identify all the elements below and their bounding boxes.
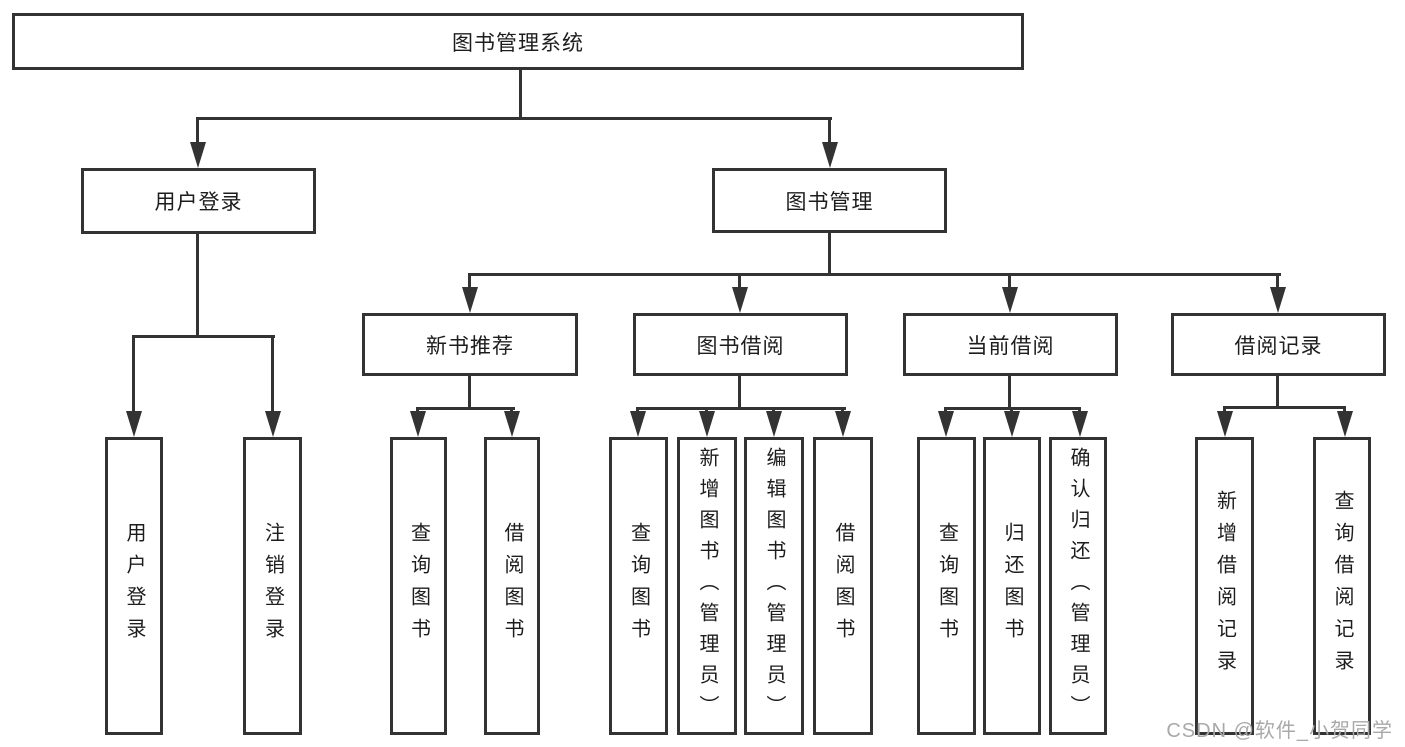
connector: [416, 407, 515, 410]
connector: [1008, 273, 1011, 289]
node-new-book-recommend: 新书推荐: [362, 313, 578, 376]
leaf-current-confirm-return-label: 确认归还（管理员）: [1067, 446, 1089, 726]
node-book-borrow: 图书借阅: [633, 313, 848, 376]
node-book-borrow-label: 图书借阅: [696, 334, 785, 358]
arrowhead-icon: [630, 411, 646, 437]
arrowhead-icon: [1072, 411, 1088, 437]
leaf-borrow-edit-book-label: 编辑图书（管理员）: [763, 446, 785, 726]
connector: [132, 335, 135, 413]
node-current-borrow-label: 当前借阅: [966, 334, 1055, 358]
leaf-borrow-borrow-book-label: 借阅图书: [832, 522, 854, 650]
leaf-current-query-label: 查询图书: [935, 522, 958, 650]
connector: [132, 335, 275, 338]
leaf-newbook-query-label: 查询图书: [407, 522, 430, 650]
node-user-login: 用户登录: [81, 168, 316, 234]
leaf-records-query-label: 查询借阅记录: [1331, 490, 1353, 682]
connector: [1343, 406, 1346, 415]
connector: [468, 376, 471, 410]
leaf-logout-label: 注销登录: [261, 522, 284, 650]
leaf-borrow-add-book: 新增图书（管理员）: [677, 437, 737, 735]
connector: [1008, 376, 1011, 410]
arrowhead-icon: [1002, 287, 1018, 313]
arrowhead-icon: [462, 287, 478, 313]
arrowhead-icon: [1217, 411, 1233, 437]
arrowhead-icon: [822, 142, 838, 168]
leaf-borrow-edit-book: 编辑图书（管理员）: [744, 437, 804, 735]
node-borrow-records: 借阅记录: [1171, 313, 1386, 376]
leaf-user-login: 用户登录: [105, 437, 163, 735]
node-new-book-recommend-label: 新书推荐: [426, 334, 514, 358]
leaf-newbook-query: 查询图书: [390, 437, 447, 735]
leaf-current-query: 查询图书: [917, 437, 976, 735]
arrowhead-icon: [504, 411, 520, 437]
leaf-current-confirm-return: 确认归还（管理员）: [1049, 437, 1107, 735]
arrowhead-icon: [766, 411, 782, 437]
connector: [196, 117, 199, 145]
leaf-records-add-label: 新增借阅记录: [1213, 490, 1236, 682]
leaf-borrow-query-label: 查询图书: [627, 522, 650, 650]
arrowhead-icon: [1270, 287, 1286, 313]
connector: [1276, 273, 1279, 289]
connector: [1223, 406, 1346, 409]
leaf-newbook-borrow-label: 借阅图书: [501, 522, 523, 650]
arrowhead-icon: [699, 411, 715, 437]
node-book-management: 图书管理: [712, 168, 947, 233]
leaf-current-return-label: 归还图书: [1001, 522, 1023, 650]
node-root: 图书管理系统: [12, 13, 1024, 70]
csdn-watermark: CSDN @软件_小贺同学: [1166, 720, 1393, 742]
leaf-current-return: 归还图书: [983, 437, 1041, 735]
leaf-borrow-borrow-book: 借阅图书: [813, 437, 873, 735]
node-root-label: 图书管理系统: [452, 31, 584, 55]
node-current-borrow: 当前借阅: [903, 313, 1118, 376]
arrowhead-icon: [265, 411, 281, 437]
connector: [738, 376, 741, 410]
connector: [519, 70, 522, 120]
node-user-login-label: 用户登录: [154, 191, 243, 214]
connector: [468, 273, 471, 289]
leaf-logout: 注销登录: [243, 437, 302, 735]
connector: [1223, 406, 1226, 415]
leaf-records-add: 新增借阅记录: [1195, 437, 1254, 735]
connector: [828, 233, 831, 276]
leaf-borrow-query: 查询图书: [609, 437, 668, 735]
arrowhead-icon: [1337, 411, 1353, 437]
connector: [636, 407, 846, 410]
connector: [828, 117, 831, 145]
arrowhead-icon: [835, 411, 851, 437]
connector: [468, 273, 1281, 276]
leaf-newbook-borrow: 借阅图书: [484, 437, 540, 735]
leaf-borrow-add-book-label: 新增图书（管理员）: [696, 446, 718, 726]
node-borrow-records-label: 借阅记录: [1234, 334, 1323, 358]
arrowhead-icon: [1004, 411, 1020, 437]
connector: [196, 117, 832, 120]
connector: [271, 335, 274, 413]
arrowhead-icon: [938, 411, 954, 437]
connector: [738, 273, 741, 289]
arrowhead-icon: [190, 142, 206, 168]
arrowhead-icon: [410, 411, 426, 437]
connector: [196, 234, 199, 338]
connector: [1276, 376, 1279, 409]
leaf-user-login-label: 用户登录: [123, 522, 145, 650]
arrowhead-icon: [126, 411, 142, 437]
node-book-management-label: 图书管理: [785, 190, 874, 214]
arrowhead-icon: [732, 287, 748, 313]
leaf-records-query: 查询借阅记录: [1313, 437, 1371, 735]
